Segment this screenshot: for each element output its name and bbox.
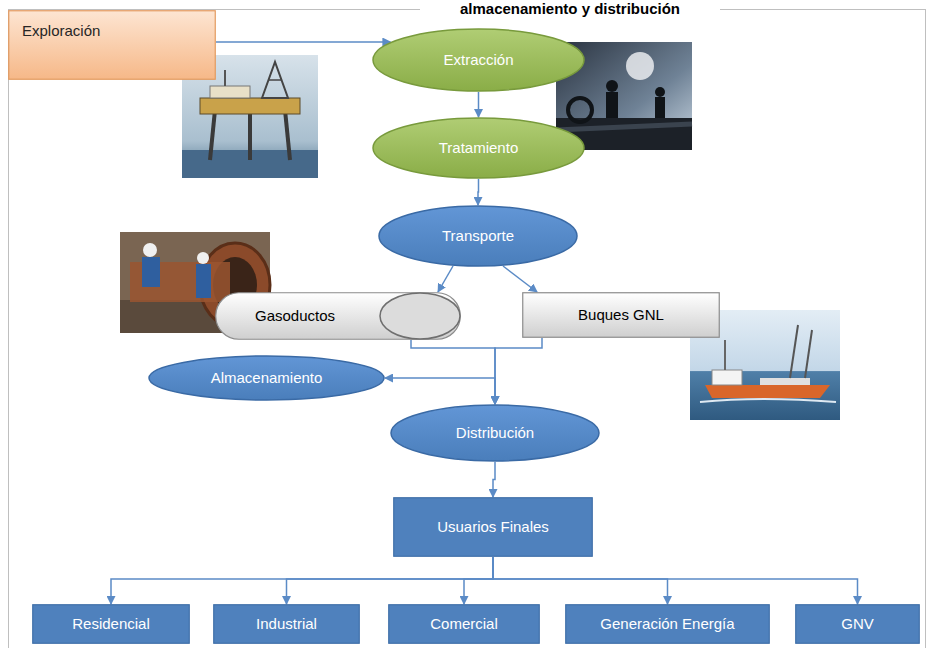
process-ellipse: Extracción xyxy=(372,28,585,92)
node-label: Distribución xyxy=(456,424,534,442)
node-label: Tratamiento xyxy=(439,139,518,157)
node-label: Buques GNL xyxy=(578,306,664,324)
node-label: Generación Energía xyxy=(600,615,734,633)
flow-arrow xyxy=(503,266,537,292)
process-ellipse: Transporte xyxy=(378,205,578,267)
user-type-box: Comercial xyxy=(388,604,540,644)
node-label: Gasoductos xyxy=(255,307,335,325)
flow-arrow xyxy=(478,92,480,117)
node-label: Exploración xyxy=(22,22,100,40)
page-frame xyxy=(9,10,926,648)
flow-arrow xyxy=(385,378,495,404)
pipeline-box: Gasoductos xyxy=(215,292,461,340)
user-type-box: Industrial xyxy=(213,604,360,644)
flow-arrow xyxy=(493,462,495,497)
flow-arrow xyxy=(477,179,479,205)
node-label: Transporte xyxy=(442,227,514,245)
node-label: Extracción xyxy=(443,51,513,69)
node-label: GNV xyxy=(841,615,874,633)
user-type-box: Residencial xyxy=(32,604,190,644)
flow-arrow xyxy=(411,340,495,404)
user-type-box: Generación Energía xyxy=(565,604,770,644)
node-label: Almacenamiento xyxy=(211,369,323,387)
flow-arrow xyxy=(438,266,453,292)
process-ellipse: Distribución xyxy=(390,404,600,462)
flow-arrow xyxy=(111,557,493,604)
flow-arrow xyxy=(495,338,542,404)
ship-box: Buques GNL xyxy=(522,292,720,338)
flow-arrow xyxy=(287,557,494,604)
flow-arrow xyxy=(216,41,390,43)
flow-arrow xyxy=(464,557,493,604)
node-outline xyxy=(215,292,461,340)
node-outline xyxy=(8,10,216,80)
node-label: Usuarios Finales xyxy=(437,518,549,536)
users-box: Usuarios Finales xyxy=(393,497,593,557)
node-label: Residencial xyxy=(72,615,150,633)
storage-ellipse: Almacenamiento xyxy=(148,355,385,401)
diagram-title: almacenamiento y distribución xyxy=(420,0,720,17)
flow-arrow xyxy=(493,557,858,604)
process-ellipse: Tratamiento xyxy=(372,117,585,179)
node-label: Industrial xyxy=(256,615,317,633)
start-box: Exploración xyxy=(8,10,216,80)
user-type-box: GNV xyxy=(795,604,920,644)
flow-arrow xyxy=(493,557,668,604)
node-label: Comercial xyxy=(430,615,498,633)
